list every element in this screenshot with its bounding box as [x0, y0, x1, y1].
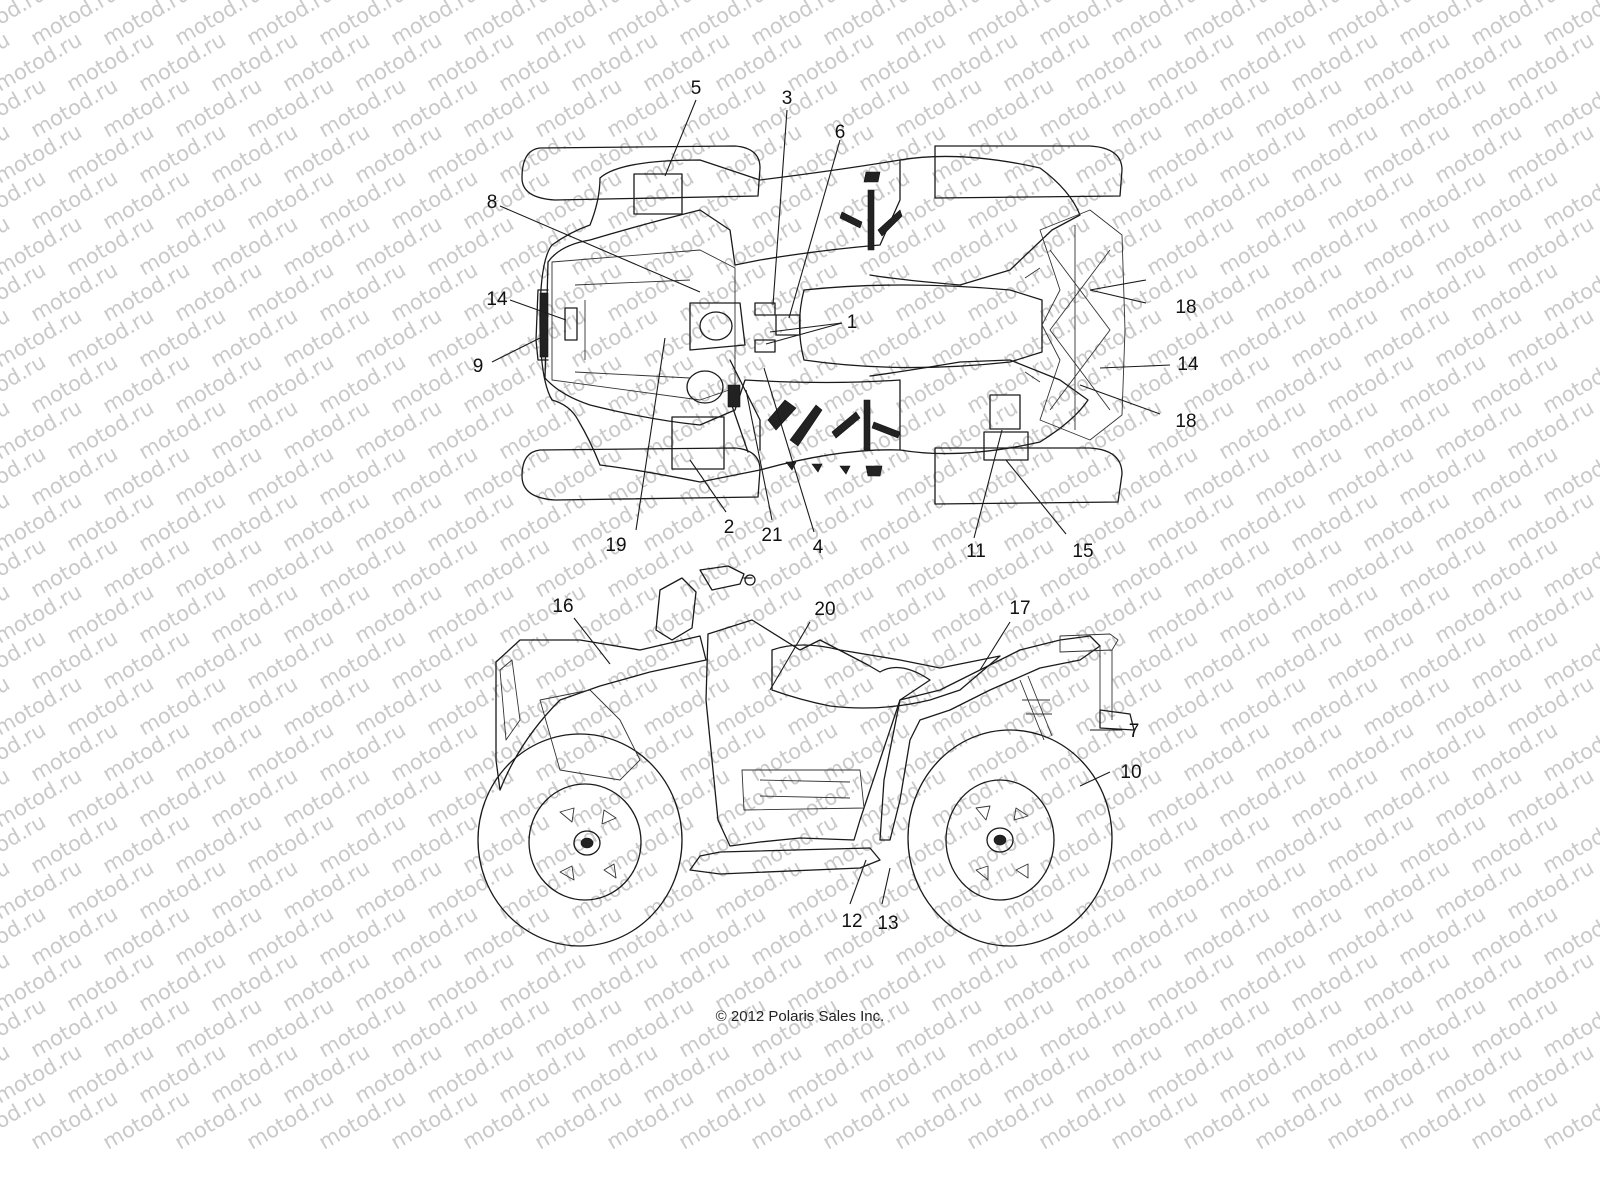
seat — [798, 284, 1043, 369]
callout-14-front: 14 — [486, 289, 508, 310]
rear-fender-outline — [869, 155, 1089, 455]
tire-rear-top — [934, 145, 1123, 199]
callout-20: 20 — [814, 599, 835, 620]
callout-10: 10 — [1120, 762, 1141, 783]
atv-side-view — [477, 565, 1135, 947]
fender-graphic-bottom-4 — [863, 399, 871, 451]
seat-side — [771, 644, 1001, 709]
top-view-leader-lines — [491, 99, 1171, 539]
tire-front-top — [521, 145, 761, 201]
callout-14-rear: 14 — [1177, 354, 1199, 375]
handlebar-bar — [729, 359, 761, 453]
gauge-pod — [699, 311, 733, 341]
tire-rear-bottom — [934, 447, 1123, 505]
handlebar-pod — [689, 302, 746, 351]
callout-21: 21 — [761, 525, 782, 546]
decal-box-14-front — [564, 307, 578, 341]
decal-box-5 — [633, 173, 683, 215]
decal-box-3 — [754, 302, 776, 316]
front-wheel-rim — [528, 783, 642, 901]
copyright-notice: © 2012 Polaris Sales Inc. — [715, 1008, 885, 1025]
front-tire — [477, 733, 683, 947]
callout-18-bottom: 18 — [1175, 411, 1196, 432]
fender-graphic-bottom-8 — [839, 465, 851, 475]
rear-rack — [1039, 209, 1126, 441]
callout-8: 8 — [487, 192, 498, 213]
tow-hitch — [1099, 709, 1135, 731]
front-suspension — [539, 689, 641, 781]
callout-2: 2 — [724, 517, 735, 538]
decal-box-2 — [671, 416, 725, 470]
fender-graphic-bottom-7 — [811, 463, 823, 473]
fender-graphic-bottom-5 — [871, 421, 901, 439]
rear-wheel-rim — [945, 779, 1055, 901]
callout-11: 11 — [966, 541, 986, 562]
decal-box-11 — [989, 394, 1021, 430]
fender-graphic-bottom-1 — [767, 399, 797, 431]
callout-3: 3 — [782, 88, 793, 109]
rear-tire — [907, 729, 1113, 947]
callout-5: 5 — [691, 78, 702, 99]
side-view-leader-lines — [573, 617, 1122, 905]
fender-graphic-bottom-9 — [865, 465, 883, 477]
front-bumper-decal — [539, 292, 549, 358]
fender-graphic-top-3 — [877, 209, 903, 237]
headlight-pod — [655, 577, 697, 641]
rear-rack-side — [1059, 633, 1119, 720]
callout-9: 9 — [473, 356, 484, 377]
front-fender — [495, 635, 707, 791]
callout-7: 7 — [1129, 721, 1140, 742]
callout-labels: 5 3 6 8 14 9 1 18 14 18 19 2 21 4 11 15 … — [473, 78, 1199, 934]
engine — [741, 769, 865, 811]
frame-lower — [689, 847, 881, 875]
watermark-layer: motod.rumotod.rumotod.rumotod.rumotod.ru… — [0, 0, 1600, 1154]
fender-graphic-top-2 — [867, 189, 875, 251]
fender-graphic-top-1 — [863, 171, 881, 183]
fender-graphic-bottom-2 — [789, 404, 823, 447]
throttle-decal — [727, 384, 741, 408]
callout-12: 12 — [841, 911, 862, 932]
front-bumper-side — [499, 659, 521, 741]
rear-fender — [879, 635, 1101, 841]
callout-6: 6 — [835, 122, 846, 143]
atv-top-view — [491, 99, 1171, 539]
tire-front-bottom — [521, 447, 761, 501]
callout-18-top: 18 — [1175, 297, 1196, 318]
rear-wheel-hub — [986, 827, 1014, 853]
callout-15: 15 — [1072, 541, 1093, 562]
callout-4: 4 — [813, 537, 824, 558]
decal-box-1 — [754, 339, 776, 353]
callout-19: 19 — [605, 535, 626, 556]
rear-shock — [1019, 675, 1053, 741]
callout-1: 1 — [847, 312, 858, 333]
fuel-cap — [686, 370, 724, 404]
fender-graphic-top-4 — [839, 211, 863, 229]
front-wheel-hub — [573, 830, 601, 856]
callout-16: 16 — [552, 596, 573, 617]
callout-13: 13 — [877, 913, 898, 934]
callout-17: 17 — [1009, 598, 1030, 619]
side-panel — [705, 619, 931, 847]
fender-graphic-bottom-3 — [831, 411, 861, 439]
